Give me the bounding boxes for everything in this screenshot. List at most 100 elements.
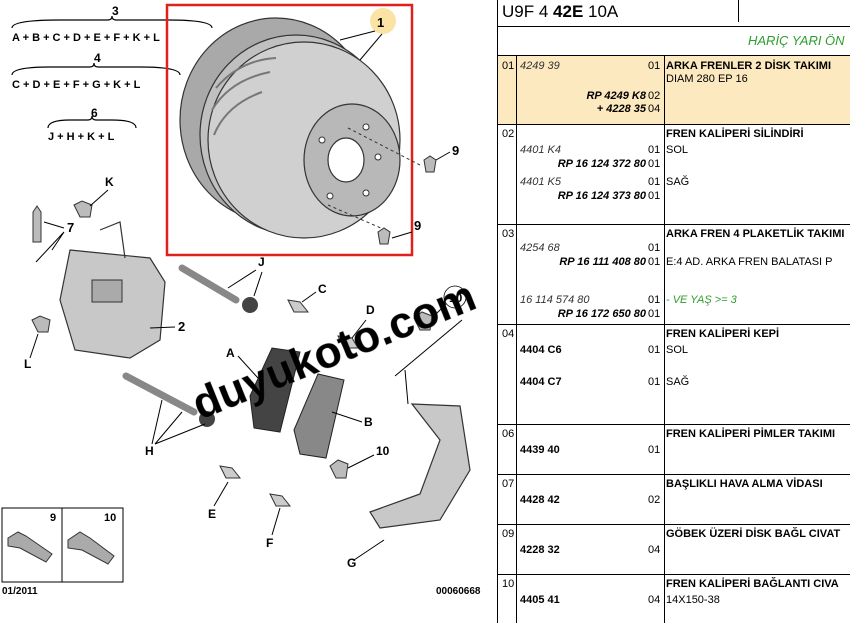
part-description: BAŞLIKLI HAVA ALMA VİDASI bbox=[666, 478, 823, 490]
caliper-carrier[interactable]: G bbox=[347, 403, 471, 570]
hub-bolt-9-upper[interactable]: 9 bbox=[423, 143, 459, 173]
clip-f[interactable]: F bbox=[266, 493, 292, 550]
inset-9-label: 9 bbox=[50, 512, 56, 524]
callout-e-label: E bbox=[208, 507, 216, 521]
formula-3-expression: A + B + C + D + E + F + K + L bbox=[12, 32, 160, 44]
quantity: 01 bbox=[648, 376, 661, 388]
part-detail: SOL bbox=[666, 144, 689, 156]
brake-pad-a[interactable]: A bbox=[226, 346, 301, 433]
parts-table-panel: U9F 4 42E 10A HARİÇ YARI ÖN 01 4249 39 RP … bbox=[497, 0, 850, 623]
replacement-part-number[interactable]: RP 4249 K8 bbox=[586, 90, 646, 102]
callout-k-label: K bbox=[105, 175, 114, 189]
clip-c[interactable]: C bbox=[287, 282, 327, 313]
clip-e[interactable]: E bbox=[208, 465, 242, 521]
exploded-parts-diagram: 3 A + B + C + D + E + F + K + L 4 C + D … bbox=[1, 3, 483, 597]
group-number: 02 bbox=[502, 128, 515, 140]
replacement-part-number[interactable]: RP 16 172 650 80 bbox=[557, 308, 646, 320]
quantity: 04 bbox=[648, 103, 661, 115]
part-number[interactable]: 4228 32 bbox=[520, 544, 560, 556]
part-number[interactable]: 4439 40 bbox=[520, 444, 560, 456]
reference-code: U9F 4 42E 10A bbox=[502, 2, 618, 22]
ref-prefix: U9F 4 bbox=[502, 2, 554, 21]
part-detail: SOL bbox=[666, 344, 689, 356]
quantity: 01 bbox=[648, 190, 661, 202]
quantity: 01 bbox=[648, 444, 661, 456]
brake-disc[interactable] bbox=[179, 17, 421, 239]
brake-pad-b[interactable]: B bbox=[293, 373, 373, 459]
banner-text: HARİÇ YARI ÖN bbox=[748, 33, 845, 48]
quantity: 01 bbox=[648, 294, 661, 306]
part-description: FREN KALİPERİ PİMLER TAKIMI bbox=[666, 428, 836, 440]
caliper-bolt-10-upper[interactable]: 10 bbox=[413, 285, 467, 331]
parts-group-03[interactable]: 03 4254 68 RP 16 111 408 80 16 114 574 80 RP… bbox=[498, 224, 850, 325]
part-description: ARKA FREN 4 PLAKETLİK TAKIMI bbox=[666, 228, 845, 240]
caliper-bolt-10-lower[interactable]: 10 bbox=[329, 444, 390, 479]
replacement-part-number[interactable]: RP 16 111 408 80 bbox=[559, 256, 646, 268]
group-number: 01 bbox=[502, 60, 515, 72]
quantity: 01 bbox=[648, 144, 661, 156]
quantity: 01 bbox=[648, 60, 661, 72]
part-detail: E:4 AD. ARKA FREN BALATASI P bbox=[666, 256, 833, 268]
callout-7-label: 7 bbox=[67, 220, 74, 235]
callout-10-lower-label: 10 bbox=[376, 444, 390, 458]
diagram-date: 01/2011 bbox=[2, 586, 38, 597]
inset-10-label: 10 bbox=[104, 512, 116, 524]
part-number[interactable]: 16 114 574 80 bbox=[520, 294, 590, 306]
formula-6-number: 6 bbox=[91, 106, 98, 120]
callout-b-label: B bbox=[364, 415, 373, 429]
quantity: 01 bbox=[648, 158, 661, 170]
callout-a-label: A bbox=[226, 346, 235, 360]
part-number[interactable]: 4404 C6 bbox=[520, 344, 562, 356]
kit-formulas: 3 A + B + C + D + E + F + K + L 4 C + D … bbox=[11, 4, 213, 143]
quantity: 01 bbox=[648, 256, 661, 268]
part-number[interactable]: 4428 42 bbox=[520, 494, 560, 506]
callout-j-label: J bbox=[258, 255, 265, 269]
parts-group-02[interactable]: 02 4401 K4 RP 16 124 372 80 4401 K5 RP 16 12… bbox=[498, 124, 850, 225]
callout-c-label: C bbox=[318, 282, 327, 296]
bolt-k[interactable]: K bbox=[73, 175, 114, 218]
callout-1: 1 bbox=[339, 8, 396, 61]
ref-bold: 42E bbox=[553, 2, 584, 21]
highlight-frame bbox=[165, 3, 414, 257]
part-description: ARKA FRENLER 2 DİSK TAKIMI bbox=[666, 60, 831, 72]
replacement-part-number[interactable]: + 4228 35 bbox=[596, 103, 646, 115]
part-number[interactable]: 4405 41 bbox=[520, 594, 560, 606]
quantity: 02 bbox=[648, 494, 661, 506]
part-number[interactable]: 4254 68 bbox=[520, 242, 560, 254]
replacement-part-number[interactable]: RP 16 124 373 80 bbox=[557, 190, 646, 202]
bleed-screw[interactable]: 7 bbox=[32, 205, 74, 263]
part-number[interactable]: 4249 39 bbox=[520, 60, 560, 72]
part-detail: SAĞ bbox=[666, 176, 690, 188]
guide-pin-h[interactable]: H bbox=[122, 372, 215, 458]
bolt-l[interactable]: L bbox=[24, 315, 51, 371]
part-description: FREN KALİPERİ KEPİ bbox=[666, 328, 780, 340]
guide-pin-j[interactable]: J bbox=[178, 255, 265, 313]
group-number: 06 bbox=[502, 428, 515, 440]
part-number[interactable]: 4401 K5 bbox=[520, 176, 561, 188]
brake-caliper[interactable]: 2 bbox=[59, 221, 185, 359]
callout-9-upper-label: 9 bbox=[452, 143, 459, 158]
group-number: 03 bbox=[502, 228, 515, 240]
parts-group-06[interactable]: 06 4439 40 FREN KALİPERİ PİMLER TAKIMI 01 bbox=[498, 424, 850, 475]
part-number[interactable]: 4404 C7 bbox=[520, 376, 562, 388]
parts-group-01[interactable]: 01 4249 39 RP 4249 K8+ 4228 35 01 ARKA FRENL… bbox=[498, 56, 850, 125]
clip-d[interactable]: D bbox=[337, 303, 375, 349]
quantity: 02 bbox=[648, 90, 661, 102]
quantity: 01 bbox=[648, 242, 661, 254]
hub-bolt-9-lower[interactable]: 9 bbox=[377, 218, 421, 245]
callout-f-label: F bbox=[266, 536, 273, 550]
diagram-image-ref: 00060668 bbox=[436, 586, 481, 597]
replacement-part-number[interactable]: RP 16 124 372 80 bbox=[557, 158, 646, 170]
formula-4-expression: C + D + E + F + G + K + L bbox=[12, 79, 141, 91]
formula-4-number: 4 bbox=[94, 51, 101, 65]
part-detail: DIAM 280 EP 16 bbox=[666, 73, 748, 85]
ref-suffix: 10A bbox=[583, 2, 619, 21]
quantity: 04 bbox=[648, 544, 661, 556]
part-number[interactable]: 4401 K4 bbox=[520, 144, 561, 156]
reference-header: U9F 4 42E 10A bbox=[498, 0, 850, 27]
group-number: 10 bbox=[502, 578, 515, 590]
